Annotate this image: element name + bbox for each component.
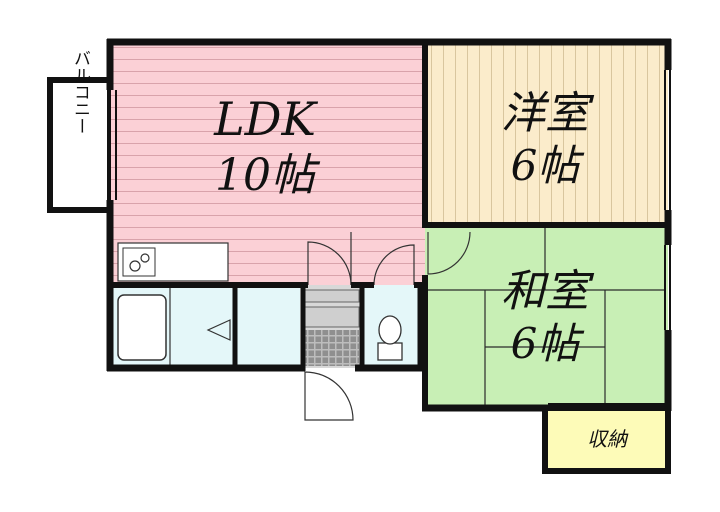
- toilet-room: [364, 285, 419, 368]
- door-swings: [304, 231, 471, 421]
- ldk-name: LDK: [213, 92, 318, 146]
- storage-label: 収納: [587, 427, 629, 451]
- tatami-lines: [428, 228, 665, 405]
- japanese-size: 6帖: [511, 319, 585, 368]
- entrance-tiles: [305, 330, 359, 366]
- stove-burner-icon: [129, 260, 141, 272]
- western-name: 洋室: [501, 88, 595, 139]
- kitchen-counter: [117, 242, 229, 282]
- door-icon: [307, 241, 352, 286]
- japanese-floor: [425, 225, 668, 408]
- balcony: バルコニー: [47, 50, 113, 213]
- bathtub: [117, 294, 167, 361]
- door-icon: [427, 231, 471, 275]
- washbasin-icon: [206, 319, 231, 341]
- toilet-icon: [378, 315, 402, 345]
- bath-area: [110, 285, 300, 368]
- storage-floor: [542, 405, 671, 474]
- balcony-label: バルコニー: [70, 50, 90, 135]
- door-icon: [373, 244, 415, 286]
- japanese-name: 和室: [501, 266, 595, 317]
- room-western: [425, 42, 668, 225]
- storage: 収納: [542, 405, 671, 474]
- entrance: [303, 285, 361, 368]
- walls: [106, 38, 672, 412]
- ldk-size: 10帖: [215, 150, 321, 201]
- entrance-door-icon: [304, 371, 354, 421]
- stove-burner-icon: [140, 253, 150, 263]
- western-size: 6帖: [511, 141, 585, 190]
- room-japanese: [425, 225, 668, 408]
